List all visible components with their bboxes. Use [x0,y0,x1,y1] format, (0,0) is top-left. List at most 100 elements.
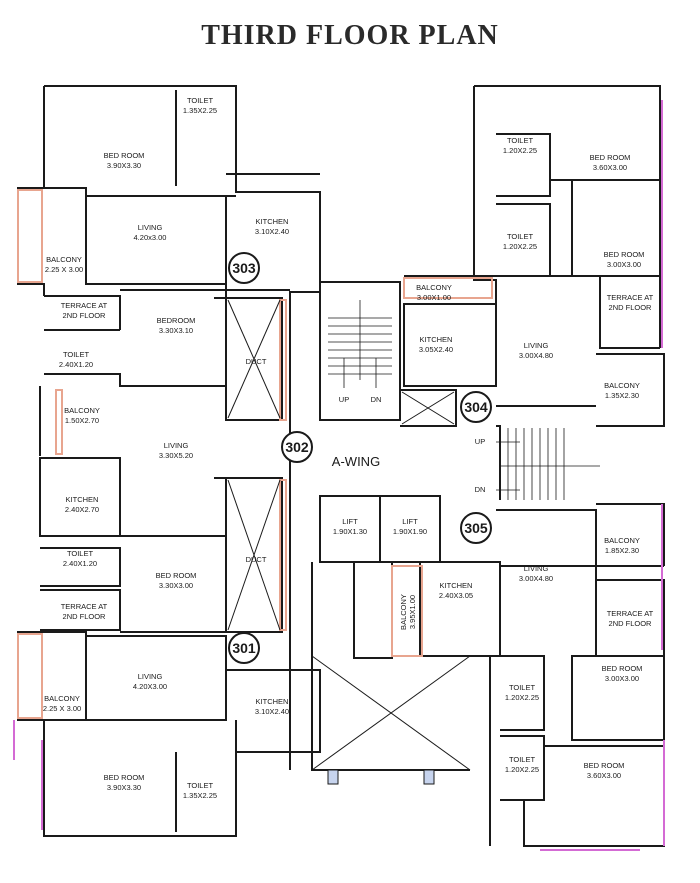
room-name: BALCONY [46,255,82,264]
room-name: BED ROOM [104,151,145,160]
room-name: KITCHEN [256,697,289,706]
room-size: 2.40X1.20 [63,559,97,568]
room-size: 3.00X1.00 [417,293,451,302]
room-name: BALCONY [604,381,640,390]
room-size: 3.95X1.00 [408,595,417,629]
unit-number-304: 304 [464,399,488,415]
room-name: BALCONY [399,594,408,630]
unit-number-302: 302 [285,439,309,455]
room-name: BED ROOM [602,664,643,673]
room-size: 3.30X3.00 [159,581,193,590]
room-size: 3.90X3.30 [107,783,141,792]
walls [17,85,665,847]
stair-up-label-wing: UP [475,437,485,446]
room-size: 3.00X3.00 [607,260,641,269]
room-name: BED ROOM [104,773,145,782]
room-name: BALCONY [604,536,640,545]
room-name: TOILET [509,683,536,692]
room-name: TOILET [67,549,94,558]
room-name: BEDROOM [157,316,196,325]
room-size: 2.40X1.20 [59,360,93,369]
room-size: 1.85X2.30 [605,546,639,555]
room-name: LIFT [342,517,358,526]
room-size: 2ND FLOOR [609,303,653,312]
stair-dn-label-wing: DN [475,485,486,494]
room-size: 4.20X3.00 [133,682,167,691]
room-name: BALCONY [416,283,452,292]
stair-up-label: UP [339,395,349,404]
unit-marker-304 [460,391,492,423]
duct-label-upper: DUCT [246,357,267,366]
room-name: KITCHEN [256,217,289,226]
room-size: 2ND FLOOR [63,612,107,621]
room-name: KITCHEN [420,335,453,344]
staircase-wing [496,428,600,500]
room-name: TOILET [509,755,536,764]
room-size: 1.20X2.25 [505,765,539,774]
room-name: LIVING [138,672,163,681]
room-name: BALCONY [44,694,80,703]
unit-number-303: 303 [232,260,256,276]
ducts [227,299,471,785]
room-name: LIVING [524,564,549,573]
room-name: TOILET [507,232,534,241]
unit-marker-302 [281,431,313,463]
room-name: TERRACE AT [607,609,654,618]
room-name: LIFT [402,517,418,526]
room-name: LIVING [138,223,163,232]
room-name: TERRACE AT [61,602,108,611]
room-size: 3.00X3.00 [605,674,639,683]
room-name: TERRACE AT [61,301,108,310]
room-size: 3.00X4.80 [519,351,553,360]
room-size: 3.00X4.80 [519,574,553,583]
room-name: TERRACE AT [607,293,654,302]
room-name: TOILET [187,781,214,790]
room-size: 2ND FLOOR [63,311,107,320]
room-size: 3.10X2.40 [255,227,289,236]
room-size: 2ND FLOOR [609,619,653,628]
room-size: 1.20X2.25 [505,693,539,702]
duct-label-lower: DUCT [246,555,267,564]
room-size: 1.35X2.25 [183,791,217,800]
room-name: TOILET [187,96,214,105]
unit-numbers: 303 302 301 304 305 [232,260,488,656]
room-size: 1.90X1.90 [393,527,427,536]
balcony-rails [13,100,665,851]
room-name: LIVING [164,441,189,450]
room-labels: BED ROOM 3.90X3.30 TOILET 1.35X2.25 LIVI… [43,96,654,800]
room-name: KITCHEN [66,495,99,504]
unit-number-305: 305 [464,520,488,536]
room-size: 1.35X2.30 [605,391,639,400]
unit-number-301: 301 [232,640,256,656]
unit-circles [228,252,492,664]
staircase-core [328,300,392,388]
stair-dn-label: DN [371,395,382,404]
room-size: 1.20X2.25 [503,242,537,251]
room-name: BED ROOM [604,250,645,259]
room-size: 4.20x3.00 [134,233,167,242]
room-size: 2.25 X 3.00 [45,265,83,274]
room-size: 1.35X2.25 [183,106,217,115]
unit-marker-303 [228,252,260,284]
room-name: BED ROOM [590,153,631,162]
room-name: TOILET [507,136,534,145]
room-size: 1.50X2.70 [65,416,99,425]
room-size: 3.10X2.40 [255,707,289,716]
unit-marker-301 [228,632,260,664]
room-name: LIVING [524,341,549,350]
room-name: BED ROOM [584,761,625,770]
room-size: 2.40X2.70 [65,505,99,514]
room-name: BED ROOM [156,571,197,580]
room-size: 1.20X2.25 [503,146,537,155]
unit-marker-305 [460,512,492,544]
room-size: 3.30X3.10 [159,326,193,335]
room-name: KITCHEN [440,581,473,590]
room-size: 3.60X3.00 [587,771,621,780]
room-name: BALCONY [64,406,100,415]
room-name: TOILET [63,350,90,359]
room-size: 2.40X3.05 [439,591,473,600]
plan-title: THIRD FLOOR PLAN [201,20,499,51]
wing-label: A-WING [332,454,380,469]
room-size: 2.25 X 3.00 [43,704,81,713]
